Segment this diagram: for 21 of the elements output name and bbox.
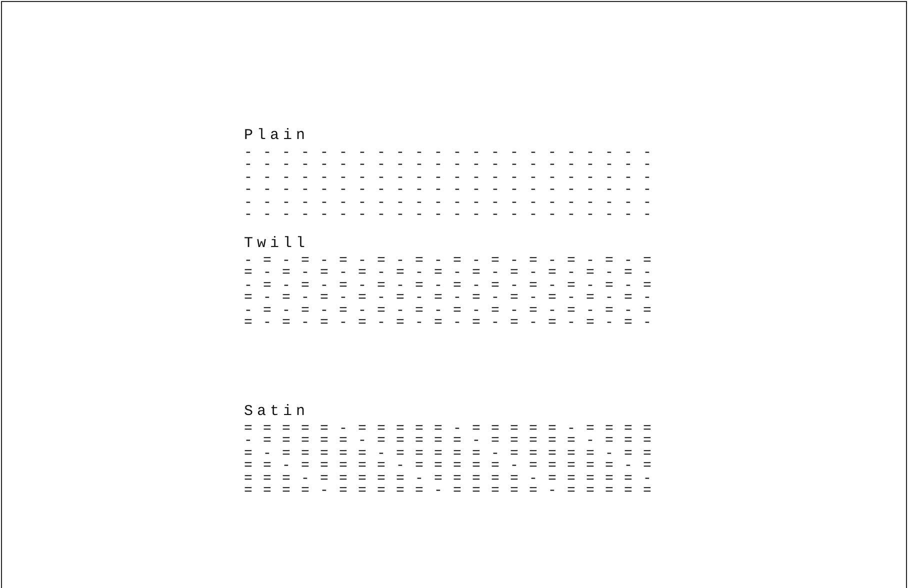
pattern-row: =-=-=-=-=-=-=-=-=-=-=- [244,317,662,329]
pattern-row: ---------------------- [244,147,662,159]
section-heading: Plain [244,128,310,144]
section-heading: Twill [244,236,310,252]
pattern-row: =-=====-=====-=====-== [244,448,662,460]
pattern-row: =-=-=-=-=-=-=-=-=-=-=- [244,267,662,280]
pattern-row: ---------------------- [244,209,662,221]
pattern-row: =-=-=-=-=-=-=-=-=-=-=- [244,292,662,304]
pattern-row: -=-=-=-=-=-=-=-=-=-=-= [244,255,662,267]
pattern-row: ---------------------- [244,159,662,172]
pattern-row: =====-=====-=====-==== [244,423,662,435]
pattern-row: -=-=-=-=-=-=-=-=-=-=-= [244,304,662,317]
pattern-row: ---------------------- [244,196,662,209]
section-heading: Satin [244,404,310,420]
pattern-row: ====-=====-=====-===== [244,485,662,497]
pattern-row: ==-=====-=====-=====-= [244,460,662,472]
pattern-row: -=-=-=-=-=-=-=-=-=-=-= [244,280,662,292]
pattern-row: ---------------------- [244,184,662,196]
pattern-row: ===-=====-=====-=====- [244,472,662,485]
pattern-row: ---------------------- [244,172,662,184]
pattern-row: -=====-=====-=====-=== [244,435,662,448]
